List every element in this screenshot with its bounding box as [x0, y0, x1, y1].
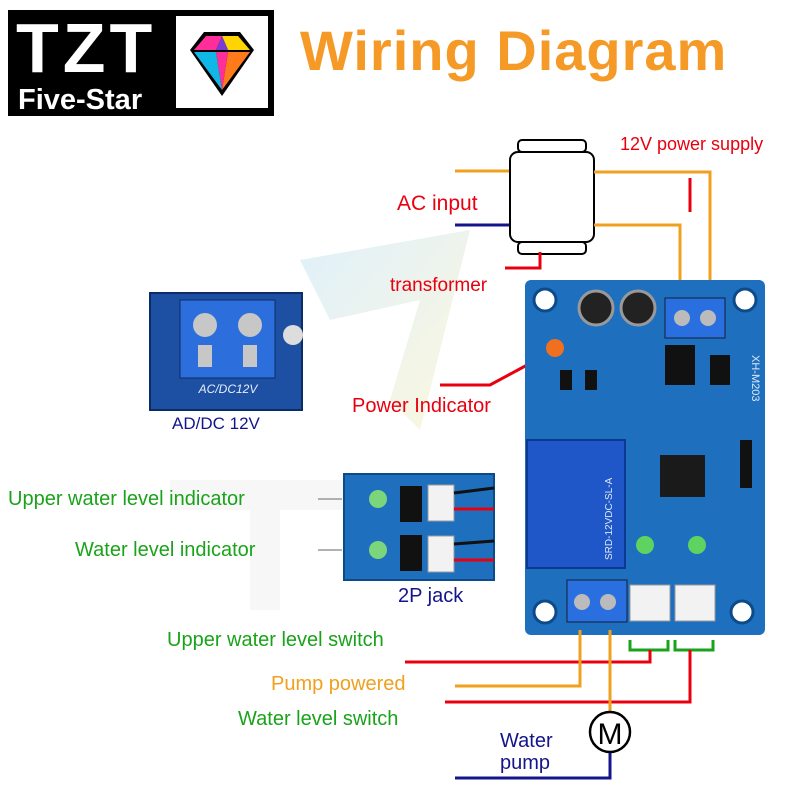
jack-bracket-right [673, 640, 715, 652]
level-indicator-label: Water level indicator [75, 539, 256, 561]
transformer-leader [505, 252, 542, 270]
adc-inset [149, 292, 303, 411]
board-model-text: XH-M203 [749, 355, 761, 401]
jack-inset [343, 473, 495, 581]
logo-text: TZT [16, 9, 157, 87]
adc-caption: AD/DC 12V [172, 414, 260, 433]
pump-powered-label: Pump powered [271, 673, 406, 695]
logo-subtext: Five-Star [18, 84, 143, 116]
upper-switch-wire [405, 650, 652, 664]
level-switch-wire [445, 650, 692, 704]
ac-input-label: AC input [397, 192, 478, 215]
control-board [525, 280, 765, 635]
water-pump-label-line1: Water [500, 730, 553, 752]
relay-text: SRD-12VDC-SL-A [604, 477, 615, 560]
jack-bracket-left [628, 640, 670, 652]
pump-return-wire [455, 752, 612, 780]
diamond-icon [176, 16, 268, 108]
power-supply-label: 12V power supply [620, 134, 764, 154]
motor-symbol: M [598, 718, 623, 751]
adc-silkscreen: AC/DC12V [198, 382, 259, 396]
jack-label: 2P jack [398, 585, 464, 607]
upper-indicator-label: Upper water level indicator [8, 488, 245, 510]
brand-logo: TZT Five-Star [8, 9, 274, 116]
motor-icon [588, 710, 632, 754]
transformer-output-wire-1 [594, 170, 712, 310]
water-pump-label-line2: pump [500, 752, 551, 774]
page-title: Wiring Diagram [300, 19, 728, 82]
transformer-label: transformer [390, 275, 488, 296]
transformer-icon [509, 139, 595, 255]
power-indicator-label: Power Indicator [352, 395, 491, 417]
pump-powered-wire [455, 630, 582, 688]
level-switch-label: Water level switch [238, 708, 399, 730]
upper-switch-label: Upper water level switch [167, 629, 384, 651]
